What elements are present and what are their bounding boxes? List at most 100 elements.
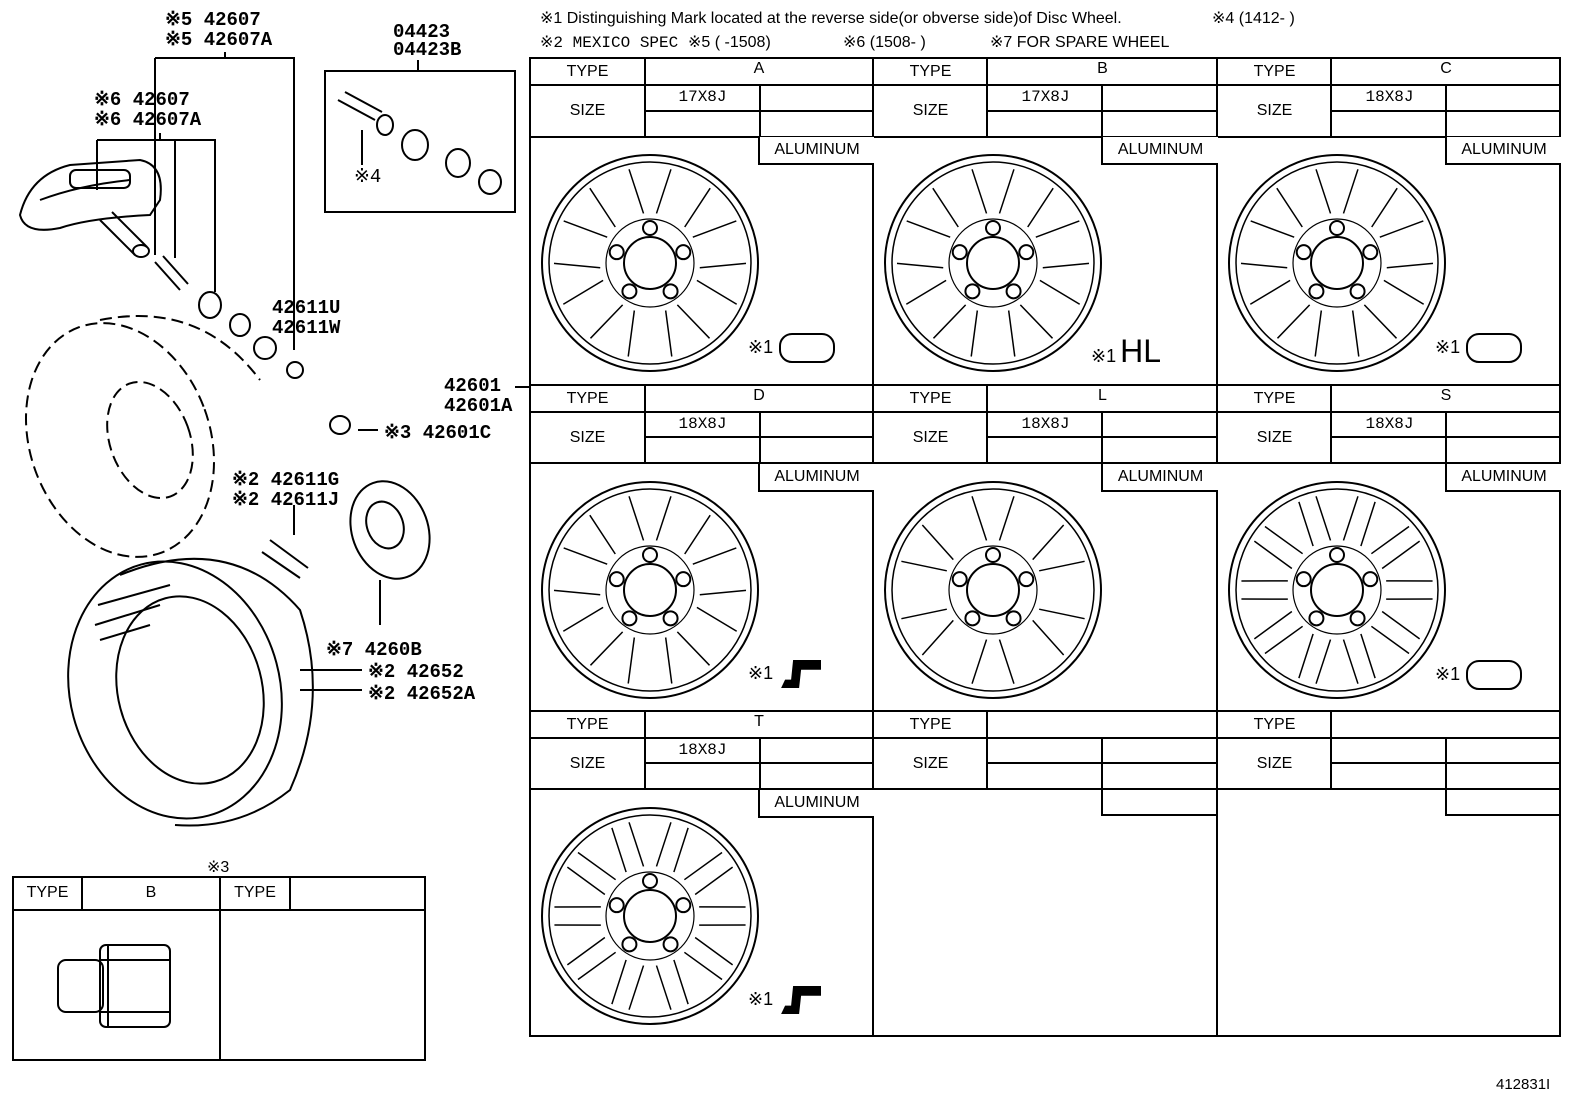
- wheel-type-label: TYPE: [566, 390, 609, 407]
- wheel-size-value: 18X8J: [1365, 415, 1414, 433]
- mark-prefix: ※1: [1091, 346, 1117, 366]
- callout-04423[interactable]: 04423: [393, 21, 451, 43]
- callout-42611u[interactable]: 42611U: [272, 297, 341, 319]
- wheel-type-value: D: [753, 387, 765, 404]
- wheel-type-label: TYPE: [1253, 63, 1296, 80]
- wheel-size-label: SIZE: [569, 102, 606, 119]
- step-shape-icon: [781, 986, 822, 1014]
- callout-42652[interactable]: ※2 42652: [368, 661, 464, 683]
- bracket-42607-n5: [154, 52, 295, 350]
- wheel-table-frame: [529, 57, 1561, 1037]
- wheel-type-label: TYPE: [909, 390, 952, 407]
- wheel-size-value: 18X8J: [1021, 415, 1070, 433]
- lug-nut-drawing: [57, 944, 171, 1028]
- callout-42607-n5[interactable]: ※5 42607: [165, 9, 261, 31]
- callout-42607a-n5[interactable]: ※5 42607A: [165, 29, 273, 51]
- bracket-42607-n6: [96, 133, 216, 292]
- nut-type-label: TYPE: [26, 884, 69, 901]
- wheel-type-value: B: [1097, 60, 1108, 77]
- distinguishing-mark: ※1: [748, 660, 822, 688]
- callout-04423b[interactable]: 04423B: [393, 39, 462, 61]
- callout-4260b[interactable]: ※7 4260B: [326, 639, 422, 661]
- wheel-size-label: SIZE: [569, 755, 606, 772]
- wheel-drawing-C: [1228, 154, 1446, 372]
- wheel-outline-drawing: [24, 315, 261, 558]
- wheel-size-value: 17X8J: [678, 88, 727, 106]
- wheel-type-value: T: [754, 713, 764, 730]
- valve-stem-drawing: [261, 539, 309, 579]
- spare-cap-drawing: [349, 480, 431, 625]
- tire-drawing: [67, 557, 314, 827]
- wheel-size-value: 17X8J: [1021, 88, 1070, 106]
- note-mexico-spec: ※2 MEXICO SPEC: [540, 34, 679, 52]
- distinguishing-mark: ※1: [1435, 333, 1523, 363]
- callout-42601[interactable]: 42601: [444, 375, 502, 397]
- wheel-type-label: TYPE: [909, 716, 952, 733]
- wheel-type-label: TYPE: [1253, 716, 1296, 733]
- distinguishing-mark: ※1: [748, 986, 822, 1014]
- callout-42611g[interactable]: ※2 42611G: [232, 469, 340, 491]
- nut-type-value: B: [145, 884, 157, 901]
- wheel-type-value: C: [1440, 60, 1452, 77]
- note-n4: ※4 (1412- ): [1212, 10, 1295, 27]
- wheel-size-label: SIZE: [912, 755, 949, 772]
- hub-nut-drawing: [329, 415, 351, 435]
- wheel-material-label: ALUMINUM: [1445, 137, 1561, 165]
- callout-42601a[interactable]: 42601A: [444, 395, 513, 417]
- hl-mark: HL: [1120, 333, 1161, 369]
- callout-42652a[interactable]: ※2 42652A: [368, 683, 476, 705]
- mark-prefix: ※1: [748, 662, 774, 683]
- wheel-size-value: 18X8J: [678, 415, 727, 433]
- wheel-type-value: S: [1440, 387, 1452, 404]
- wheel-size-label: SIZE: [569, 429, 606, 446]
- distinguishing-mark: ※1: [1435, 660, 1523, 690]
- wheel-size-label: SIZE: [1256, 755, 1293, 772]
- callout-42607-n6[interactable]: ※6 42607: [94, 89, 190, 111]
- wheel-drawing-L: [884, 481, 1102, 699]
- callout-42611j[interactable]: ※2 42611J: [232, 489, 340, 511]
- wheel-type-value: L: [1098, 387, 1107, 404]
- tpms-valve-icon: [779, 333, 836, 363]
- step-shape-icon: [781, 660, 822, 688]
- distinguishing-mark: ※1: [748, 333, 836, 363]
- note-spare-wheel: ※7 FOR SPARE WHEEL: [990, 34, 1170, 51]
- wheel-size-label: SIZE: [1256, 429, 1293, 446]
- wheel-material-label: ALUMINUM: [1445, 464, 1561, 492]
- note-distinguishing-mark: ※1 Distinguishing Mark located at the re…: [540, 10, 1122, 27]
- callout-42611w[interactable]: 42611W: [272, 317, 341, 339]
- nut-table-title: ※3: [207, 859, 230, 876]
- wheel-material-label: ALUMINUM: [1101, 137, 1218, 165]
- wheel-material-label: ALUMINUM: [1101, 464, 1218, 492]
- wheel-drawing-T: [541, 807, 759, 1025]
- figure-id: 412831I: [1496, 1076, 1551, 1093]
- wheel-type-label: TYPE: [566, 63, 609, 80]
- wheel-size-label: SIZE: [912, 102, 949, 119]
- valve-kit-drawing: [337, 91, 502, 195]
- callout-n4: ※4: [354, 166, 382, 188]
- wheel-drawing-A: [541, 154, 759, 372]
- tpms-valve-icon: [1466, 660, 1523, 690]
- wheel-size-label: SIZE: [912, 429, 949, 446]
- wheel-type-label: TYPE: [1253, 390, 1296, 407]
- wheel-size-value: 18X8J: [1365, 88, 1414, 106]
- note-n5: ※5 ( -1508): [688, 34, 771, 51]
- callout-42601c[interactable]: ※3 42601C: [384, 422, 492, 444]
- wheel-drawing-D: [541, 481, 759, 699]
- wheel-material-label: ALUMINUM: [758, 790, 874, 818]
- wheel-material-label: ALUMINUM: [758, 464, 874, 492]
- mark-prefix: ※1: [748, 336, 774, 357]
- mark-prefix: ※1: [1435, 663, 1461, 684]
- mark-prefix: ※1: [1435, 336, 1461, 357]
- wheel-size-value: 18X8J: [678, 741, 727, 759]
- note-n6: ※6 (1508- ): [843, 34, 926, 51]
- wheel-material-label: ALUMINUM: [758, 137, 874, 165]
- valve-kit-box: [324, 70, 516, 213]
- wheel-size-label: SIZE: [1256, 102, 1293, 119]
- wheel-type-label: TYPE: [566, 716, 609, 733]
- mark-prefix: ※1: [748, 988, 774, 1009]
- nut-type-label-2: TYPE: [234, 884, 276, 901]
- tpms-sensor-drawing: [18, 158, 304, 379]
- callout-42607a-n6[interactable]: ※6 42607A: [94, 109, 202, 131]
